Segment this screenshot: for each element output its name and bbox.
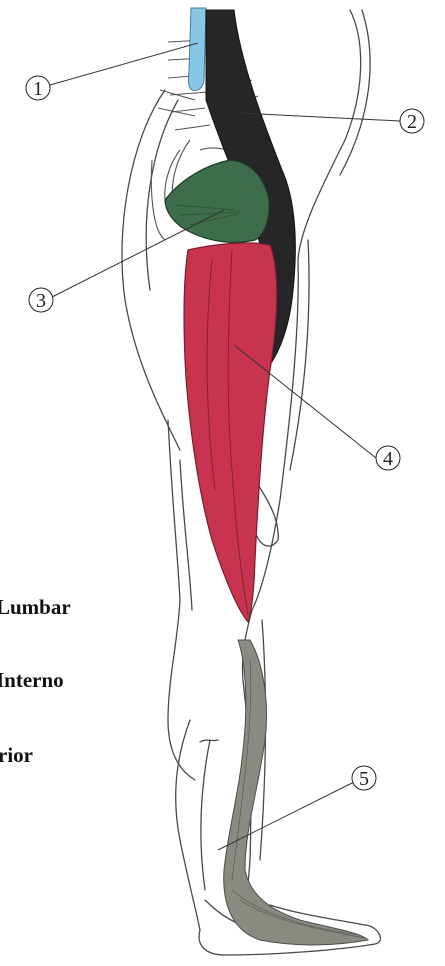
callout-number: 4	[383, 448, 393, 470]
callout-number: 2	[407, 111, 417, 133]
callout-number: 5	[359, 768, 369, 790]
callout-number: 1	[33, 78, 43, 100]
leader-line-1	[50, 43, 198, 85]
callout-number: 3	[36, 290, 46, 312]
legend: Lumbar Interno rior	[0, 595, 71, 767]
leader-line-2	[240, 113, 400, 121]
legend-line-3: rior	[0, 743, 33, 767]
calf-tendon-gray	[224, 640, 368, 945]
legend-line-1: Lumbar	[0, 595, 71, 619]
callout-4: 4	[376, 446, 400, 470]
callout-5: 5	[352, 766, 376, 790]
callout-2: 2	[400, 109, 424, 133]
thigh-muscle-red	[184, 243, 277, 622]
callout-1: 1	[26, 76, 50, 100]
spine-blue	[188, 8, 206, 91]
legend-line-2: Interno	[0, 668, 64, 692]
callout-3: 3	[29, 288, 53, 312]
gluteal-muscle-green	[165, 160, 269, 242]
